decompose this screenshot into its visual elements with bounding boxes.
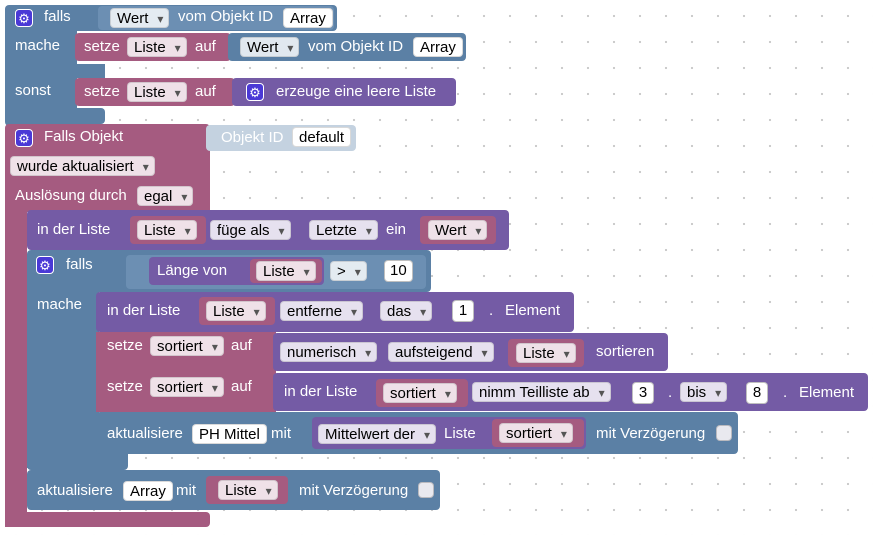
insert-label: ein (386, 221, 407, 238)
list-variable-dropdown[interactable]: Liste (137, 220, 197, 241)
sort-label: sortieren (596, 343, 655, 360)
object-id-field[interactable]: Array (283, 8, 333, 28)
sorted-variable-dropdown-3[interactable]: sortiert (383, 383, 457, 404)
to-label-3: auf (231, 337, 252, 354)
with-label: mit (271, 425, 291, 442)
sort-type-dropdown[interactable]: numerisch (280, 342, 378, 363)
number-input-10[interactable]: 10 (384, 260, 413, 282)
do-label-2: mache (37, 296, 83, 313)
insert-mode-dropdown[interactable]: füge als (210, 220, 291, 241)
variable-dropdown[interactable]: Liste (127, 37, 187, 58)
number-input-1[interactable]: 1 (452, 300, 474, 322)
remove-dot: . (489, 302, 494, 319)
insert-position-dropdown[interactable]: Letzte (309, 220, 378, 241)
settings-gear-icon-3[interactable]: ⚙ (15, 129, 33, 147)
else-label: sonst (15, 82, 51, 99)
value-type-dropdown-2[interactable]: Wert (240, 37, 300, 58)
set-label-4: setze (107, 378, 143, 395)
object-id-label-3: Objekt ID (221, 129, 284, 146)
to-label-2: auf (195, 83, 216, 100)
value-variable-dropdown[interactable]: Wert (428, 220, 488, 241)
list-variable-dropdown-4[interactable]: Liste (516, 343, 576, 364)
sorted-variable-dropdown-2[interactable]: sortiert (150, 377, 224, 398)
sublist-end-dropdown[interactable]: bis (680, 382, 728, 403)
sublist-mode-dropdown[interactable]: nimm Teilliste ab (472, 382, 611, 403)
set-label-3: setze (107, 337, 143, 354)
sublist-dot-2: . (783, 384, 788, 401)
update-label: aktualisiere (107, 425, 183, 442)
number-input-8[interactable]: 8 (746, 382, 768, 404)
update-target-field-2[interactable]: Array (123, 481, 173, 501)
object-id-field-2[interactable]: Array (413, 37, 463, 57)
in-list-label-2: in der Liste (107, 302, 181, 319)
remove-mode-dropdown[interactable]: entferne (280, 301, 364, 322)
delay-label-2: mit Verzögerung (299, 482, 409, 499)
inner-if-label: falls (66, 256, 93, 273)
create-empty-list-label: erzeuge eine leere Liste (276, 83, 437, 100)
to-label: auf (195, 38, 216, 55)
operator-dropdown[interactable]: > (330, 261, 367, 282)
number-input-3[interactable]: 3 (632, 382, 654, 404)
to-label-4: auf (231, 378, 252, 395)
trigger-source-label: Auslösung durch (15, 187, 127, 204)
delay-label: mit Verzögerung (596, 425, 706, 442)
with-label-2: mit (176, 482, 196, 499)
set-label-2: setze (84, 83, 120, 100)
object-id-label-2: vom Objekt ID (308, 38, 404, 55)
create-empty-list-block[interactable] (232, 78, 456, 106)
in-list-label: in der Liste (37, 221, 111, 238)
sorted-variable-dropdown[interactable]: sortiert (150, 336, 224, 357)
do-label: mache (15, 37, 61, 54)
if-label: falls (44, 8, 71, 25)
delay-checkbox-2[interactable] (418, 482, 434, 498)
variable-dropdown-2[interactable]: Liste (127, 82, 187, 103)
sorted-variable-dropdown-4[interactable]: sortiert (499, 423, 573, 444)
trigger-title: Falls Objekt (44, 128, 124, 145)
settings-gear-icon-2[interactable]: ⚙ (246, 83, 264, 101)
trigger-source-dropdown[interactable]: egal (137, 186, 194, 207)
list-variable-dropdown-3[interactable]: Liste (206, 301, 266, 322)
settings-gear-icon-4[interactable]: ⚙ (36, 256, 54, 274)
delay-checkbox[interactable] (716, 425, 732, 441)
list-variable-dropdown-2[interactable]: Liste (256, 261, 316, 282)
length-of-label: Länge von (157, 262, 228, 279)
object-id-label: vom Objekt ID (178, 8, 274, 25)
value-type-dropdown[interactable]: Wert (110, 8, 170, 29)
list-label: Liste (444, 425, 476, 442)
set-label: setze (84, 38, 120, 55)
settings-gear-icon[interactable]: ⚙ (15, 9, 33, 27)
remove-position-dropdown[interactable]: das (380, 301, 433, 322)
trigger-type-dropdown[interactable]: wurde aktualisiert (10, 156, 155, 177)
in-list-label-3: in der Liste (284, 383, 358, 400)
update-label-2: aktualisiere (37, 482, 113, 499)
list-variable-dropdown-5[interactable]: Liste (218, 480, 278, 501)
sort-order-dropdown[interactable]: aufsteigend (388, 342, 494, 363)
sublist-element-label: Element (799, 384, 855, 401)
remove-element-label: Element (505, 302, 561, 319)
update-target-field[interactable]: PH Mittel (192, 424, 267, 444)
sublist-dot-1: . (668, 384, 673, 401)
default-field[interactable]: default (292, 127, 352, 147)
math-function-dropdown[interactable]: Mittelwert der (318, 424, 437, 445)
